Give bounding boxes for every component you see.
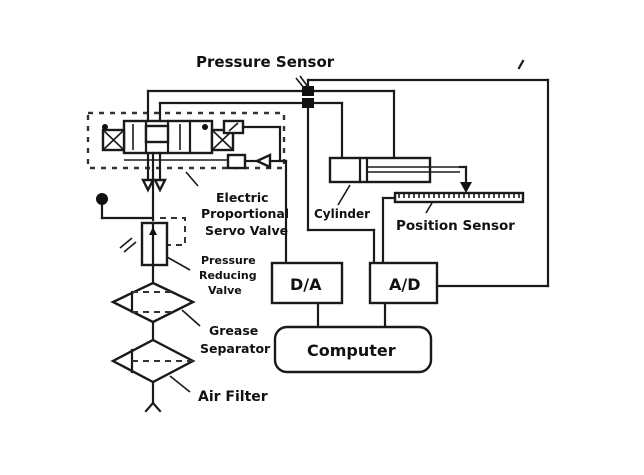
computer-block (273, 325, 433, 374)
label-computer: Computer (307, 341, 396, 360)
label-pressure: Pressure (201, 254, 256, 267)
amplifier-triangle (254, 153, 272, 169)
air-filter-symbol (110, 338, 196, 413)
cylinder-symbol (328, 156, 472, 193)
label-grease: Grease (209, 323, 258, 338)
label-ad: A/D (389, 275, 421, 294)
ad-converter (368, 261, 439, 305)
label-da: D/A (290, 275, 322, 294)
grease-separator-symbol (110, 281, 201, 327)
pressure-sensor-1 (302, 86, 314, 96)
pressure-reducing-valve (140, 221, 169, 267)
label-proportional: Proportional (201, 206, 289, 221)
label-separator: Separator (200, 341, 271, 356)
servo-valve-symbol (101, 119, 235, 155)
pressure-gauge (96, 193, 108, 205)
label-servo-valve: Servo Valve (205, 223, 288, 238)
amplifier-box (226, 153, 247, 170)
servo-valve-enclosure (86, 111, 286, 170)
label-pressure-sensor: Pressure Sensor (196, 53, 335, 71)
label-cylinder: Cylinder (314, 207, 370, 221)
label-reducing: Reducing (199, 269, 257, 282)
label-valve: Valve (208, 284, 242, 297)
label-position-sensor: Position Sensor (396, 218, 515, 234)
label-electric: Electric (216, 190, 269, 205)
da-converter (270, 261, 344, 305)
pressure-sensor-2 (302, 98, 314, 108)
position-sensor-scale (381, 191, 525, 265)
label-air-filter: Air Filter (198, 389, 268, 405)
